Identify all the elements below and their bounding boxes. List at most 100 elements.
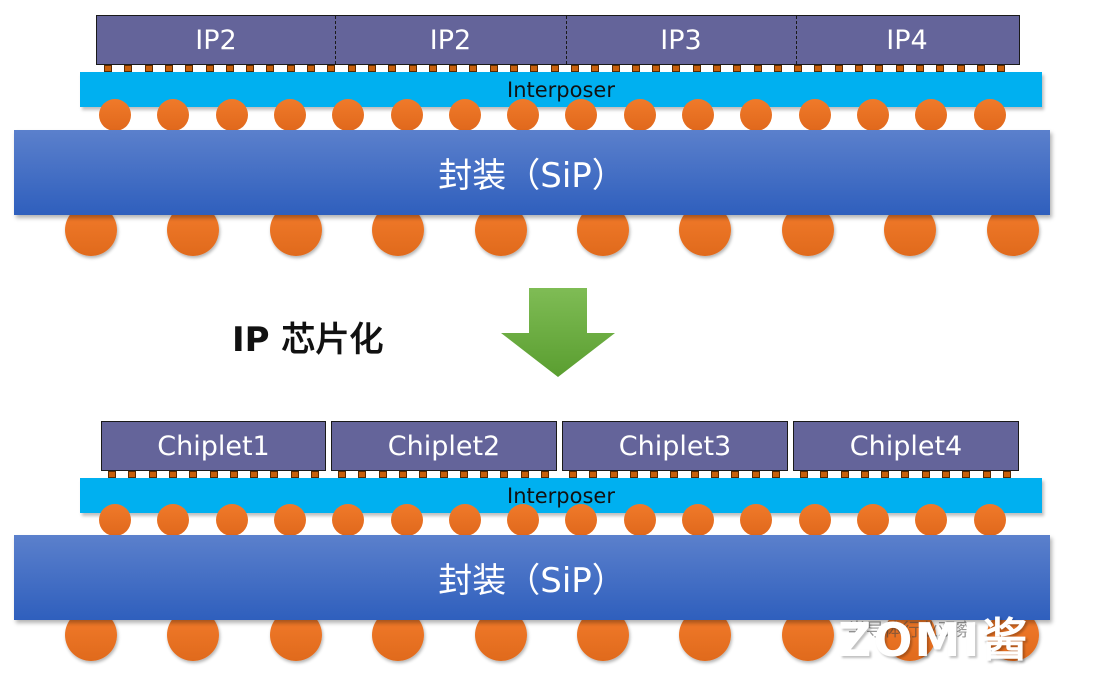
sip-package: 封装（SiP） — [14, 535, 1050, 620]
c4-bump — [740, 99, 772, 131]
c4-bump — [682, 504, 714, 536]
c4-bump — [332, 99, 364, 131]
watermark-subtext: 半导体行业观察 — [848, 620, 974, 641]
micro-bump — [250, 471, 258, 478]
micro-bump — [521, 471, 529, 478]
chiplet-label: Chiplet2 — [387, 430, 501, 462]
package-label: 封装（SiP） — [438, 156, 626, 196]
micro-bump — [591, 65, 599, 72]
micro-bump — [165, 65, 173, 72]
micro-bump — [149, 471, 157, 478]
micro-bump — [388, 65, 396, 72]
chiplet-label: Chiplet1 — [157, 430, 270, 462]
micro-bump — [977, 65, 985, 72]
micro-bump — [901, 471, 909, 478]
micro-bump — [311, 471, 319, 478]
micro-bump — [916, 65, 924, 72]
ip-block-label: IP2 — [195, 24, 237, 56]
micro-bump — [551, 65, 559, 72]
ip-divider — [335, 16, 336, 64]
ip-block-label: IP3 — [660, 24, 702, 56]
micro-bump — [800, 471, 808, 478]
chipletization-label: IP 芯片化 — [232, 320, 384, 360]
micro-bump — [962, 471, 970, 478]
micro-bump — [997, 65, 1005, 72]
chiplet-label: Chiplet4 — [849, 430, 963, 462]
c4-bump — [565, 99, 597, 131]
c4-bump — [99, 99, 131, 131]
c4-bump — [624, 504, 656, 536]
c4-bump — [216, 504, 248, 536]
ip-block: IP2 — [335, 16, 566, 64]
micro-bump — [500, 471, 508, 478]
ip-block: IP2 — [97, 16, 335, 64]
micro-bump — [881, 471, 889, 478]
micro-bump — [291, 471, 299, 478]
micro-bump — [814, 65, 822, 72]
interposer-label: Interposer — [507, 77, 615, 102]
c4-bump — [565, 504, 597, 536]
micro-bump — [541, 471, 549, 478]
micro-bump — [731, 471, 739, 478]
micro-bump — [670, 471, 678, 478]
micro-bump — [409, 65, 417, 72]
c4-bump — [274, 504, 306, 536]
micro-bump — [794, 65, 802, 72]
micro-bump — [419, 471, 427, 478]
micro-bump — [589, 471, 597, 478]
c4-bump — [974, 99, 1006, 131]
micro-bump — [672, 65, 680, 72]
micro-bump — [429, 65, 437, 72]
c4-bump — [624, 99, 656, 131]
package-label: 封装（SiP） — [438, 561, 626, 601]
micro-bump — [571, 65, 579, 72]
micro-bump — [440, 471, 448, 478]
micro-bump — [754, 65, 762, 72]
micro-bump — [206, 65, 214, 72]
sip-package: 封装（SiP） — [14, 130, 1050, 215]
ip-block-label: IP2 — [429, 24, 472, 56]
micro-bump — [896, 65, 904, 72]
micro-bump — [630, 471, 638, 478]
c4-bump — [449, 504, 481, 536]
down-arrow-icon — [501, 288, 615, 377]
ip-block: IP4 — [796, 16, 1018, 64]
micro-bump — [327, 65, 335, 72]
c4-bump — [507, 99, 539, 131]
ip-divider — [566, 16, 567, 64]
c4-bump — [915, 99, 947, 131]
micro-bump — [652, 65, 660, 72]
micro-bump — [983, 471, 991, 478]
micro-bump — [711, 471, 719, 478]
micro-bump — [460, 471, 468, 478]
micro-bump — [530, 65, 538, 72]
c4-bump — [682, 99, 714, 131]
micro-bump — [169, 471, 177, 478]
micro-bump — [246, 65, 254, 72]
c4-bump — [507, 504, 539, 536]
micro-bump — [307, 65, 315, 72]
ip-block-label: IP4 — [886, 24, 928, 56]
micro-bump — [449, 65, 457, 72]
micro-bump — [713, 65, 721, 72]
monolithic-die: IP2 IP2 IP3 IP4 — [96, 15, 1020, 65]
micro-bump — [348, 65, 356, 72]
micro-bump — [124, 65, 132, 72]
micro-bump — [922, 471, 930, 478]
micro-bump — [610, 471, 618, 478]
micro-bump — [632, 65, 640, 72]
micro-bump — [942, 471, 950, 478]
micro-bump — [128, 471, 136, 478]
micro-bump — [875, 65, 883, 72]
micro-bump — [612, 65, 620, 72]
ip-block: IP3 — [566, 16, 796, 64]
c4-bump — [974, 504, 1006, 536]
micro-bump — [957, 65, 965, 72]
arrow-shape — [501, 288, 615, 377]
micro-bump — [230, 471, 238, 478]
micro-bump — [226, 65, 234, 72]
micro-bump — [835, 65, 843, 72]
micro-bump — [1003, 471, 1011, 478]
micro-bump — [569, 471, 577, 478]
micro-bump — [693, 65, 701, 72]
